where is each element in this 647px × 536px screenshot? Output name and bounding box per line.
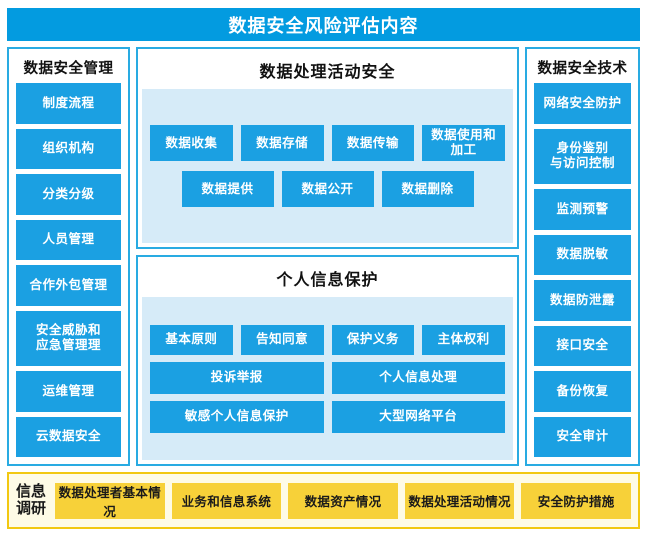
processing-item-provide[interactable]: 数据提供 xyxy=(181,171,274,207)
personal-row-2: 投诉举报 个人信息处理 xyxy=(150,361,505,394)
left-item-7[interactable]: 云数据安全 xyxy=(16,416,121,457)
data-security-technology-panel: 数据安全技术 网络安全防护 身份鉴别 与访问控制 监测预警 数据脱敏 数据防泄露… xyxy=(525,47,640,466)
right-item-1[interactable]: 身份鉴别 与访问控制 xyxy=(534,128,631,184)
right-item-2[interactable]: 监测预警 xyxy=(534,189,631,230)
personal-item-protection-duty[interactable]: 保护义务 xyxy=(331,324,415,355)
data-processing-activity-panel: 数据处理活动安全 数据收集 数据存储 数据传输 数据使用和加工 数据提供 数据公… xyxy=(136,47,519,249)
left-item-5[interactable]: 安全威胁和 应急管理理 xyxy=(16,310,121,366)
personal-item-basic-principles[interactable]: 基本原则 xyxy=(150,324,233,355)
main-columns: 数据安全管理 制度流程 组织机构 分类分级 人员管理 合作外包管理 安全威胁和 … xyxy=(7,47,640,466)
right-item-0[interactable]: 网络安全防护 xyxy=(534,83,631,124)
survey-chip-4[interactable]: 安全防护措施 xyxy=(521,482,631,519)
survey-chip-2[interactable]: 数据资产情况 xyxy=(288,482,398,519)
right-item-6[interactable]: 备份恢复 xyxy=(534,371,631,412)
left-item-4[interactable]: 合作外包管理 xyxy=(16,265,121,306)
left-item-1[interactable]: 组织机构 xyxy=(16,128,121,169)
processing-row-2: 数据提供 数据公开 数据删除 xyxy=(150,171,505,207)
right-item-5[interactable]: 接口安全 xyxy=(534,325,631,366)
information-survey-band: 信息 调研 数据处理者基本情况 业务和信息系统 数据资产情况 数据处理活动情况 … xyxy=(7,472,640,529)
personal-panel-title: 个人信息保护 xyxy=(276,272,379,289)
left-item-3[interactable]: 人员管理 xyxy=(16,219,121,260)
personal-row-1: 基本原则 告知同意 保护义务 主体权利 xyxy=(150,324,505,355)
processing-item-use-and-process[interactable]: 数据使用和加工 xyxy=(422,125,505,161)
left-column-button-stack: 制度流程 组织机构 分类分级 人员管理 合作外包管理 安全威胁和 应急管理理 运… xyxy=(16,83,121,457)
right-item-7[interactable]: 安全审计 xyxy=(534,416,631,457)
processing-panel-title: 数据处理活动安全 xyxy=(259,64,396,81)
personal-item-info-processing[interactable]: 个人信息处理 xyxy=(331,361,505,394)
center-column: 数据处理活动安全 数据收集 数据存储 数据传输 数据使用和加工 数据提供 数据公… xyxy=(136,47,519,466)
right-column-button-stack: 网络安全防护 身份鉴别 与访问控制 监测预警 数据脱敏 数据防泄露 接口安全 备… xyxy=(534,83,631,457)
personal-item-large-platform[interactable]: 大型网络平台 xyxy=(331,400,505,433)
right-item-3[interactable]: 数据脱敏 xyxy=(534,234,631,275)
left-column-title: 数据安全管理 xyxy=(23,61,114,77)
personal-item-complaints[interactable]: 投诉举报 xyxy=(150,361,324,394)
processing-row-1: 数据收集 数据存储 数据传输 数据使用和加工 xyxy=(150,125,505,161)
left-item-2[interactable]: 分类分级 xyxy=(16,174,121,215)
right-item-4[interactable]: 数据防泄露 xyxy=(534,280,631,321)
survey-chip-1[interactable]: 业务和信息系统 xyxy=(171,482,282,519)
personal-item-informed-consent[interactable]: 告知同意 xyxy=(240,324,324,355)
survey-chip-list: 数据处理者基本情况 业务和信息系统 数据资产情况 数据处理活动情况 安全防护措施 xyxy=(55,482,631,519)
processing-item-delete[interactable]: 数据删除 xyxy=(381,171,474,207)
survey-band-label: 信息 调研 xyxy=(16,482,47,517)
personal-item-subject-rights[interactable]: 主体权利 xyxy=(422,324,505,355)
personal-row-3: 敏感个人信息保护 大型网络平台 xyxy=(150,400,505,433)
survey-chip-3[interactable]: 数据处理活动情况 xyxy=(404,482,515,519)
page-title: 数据安全风险评估内容 xyxy=(7,8,640,41)
right-column-title: 数据安全技术 xyxy=(537,61,628,77)
processing-item-transmission[interactable]: 数据传输 xyxy=(331,125,415,161)
processing-item-storage[interactable]: 数据存储 xyxy=(240,125,324,161)
processing-item-collect[interactable]: 数据收集 xyxy=(150,125,233,161)
personal-item-sensitive-info[interactable]: 敏感个人信息保护 xyxy=(150,400,324,433)
processing-inner-panel: 数据收集 数据存储 数据传输 数据使用和加工 数据提供 数据公开 数据删除 xyxy=(142,89,513,243)
left-item-0[interactable]: 制度流程 xyxy=(16,83,121,124)
processing-item-disclose[interactable]: 数据公开 xyxy=(281,171,374,207)
personal-information-protection-panel: 个人信息保护 基本原则 告知同意 保护义务 主体权利 投诉举报 个人信息处理 敏… xyxy=(136,255,519,466)
left-item-6[interactable]: 运维管理 xyxy=(16,371,121,412)
survey-chip-0[interactable]: 数据处理者基本情况 xyxy=(55,482,165,519)
personal-inner-panel: 基本原则 告知同意 保护义务 主体权利 投诉举报 个人信息处理 敏感个人信息保护… xyxy=(142,297,513,460)
data-security-management-panel: 数据安全管理 制度流程 组织机构 分类分级 人员管理 合作外包管理 安全威胁和 … xyxy=(7,47,130,466)
